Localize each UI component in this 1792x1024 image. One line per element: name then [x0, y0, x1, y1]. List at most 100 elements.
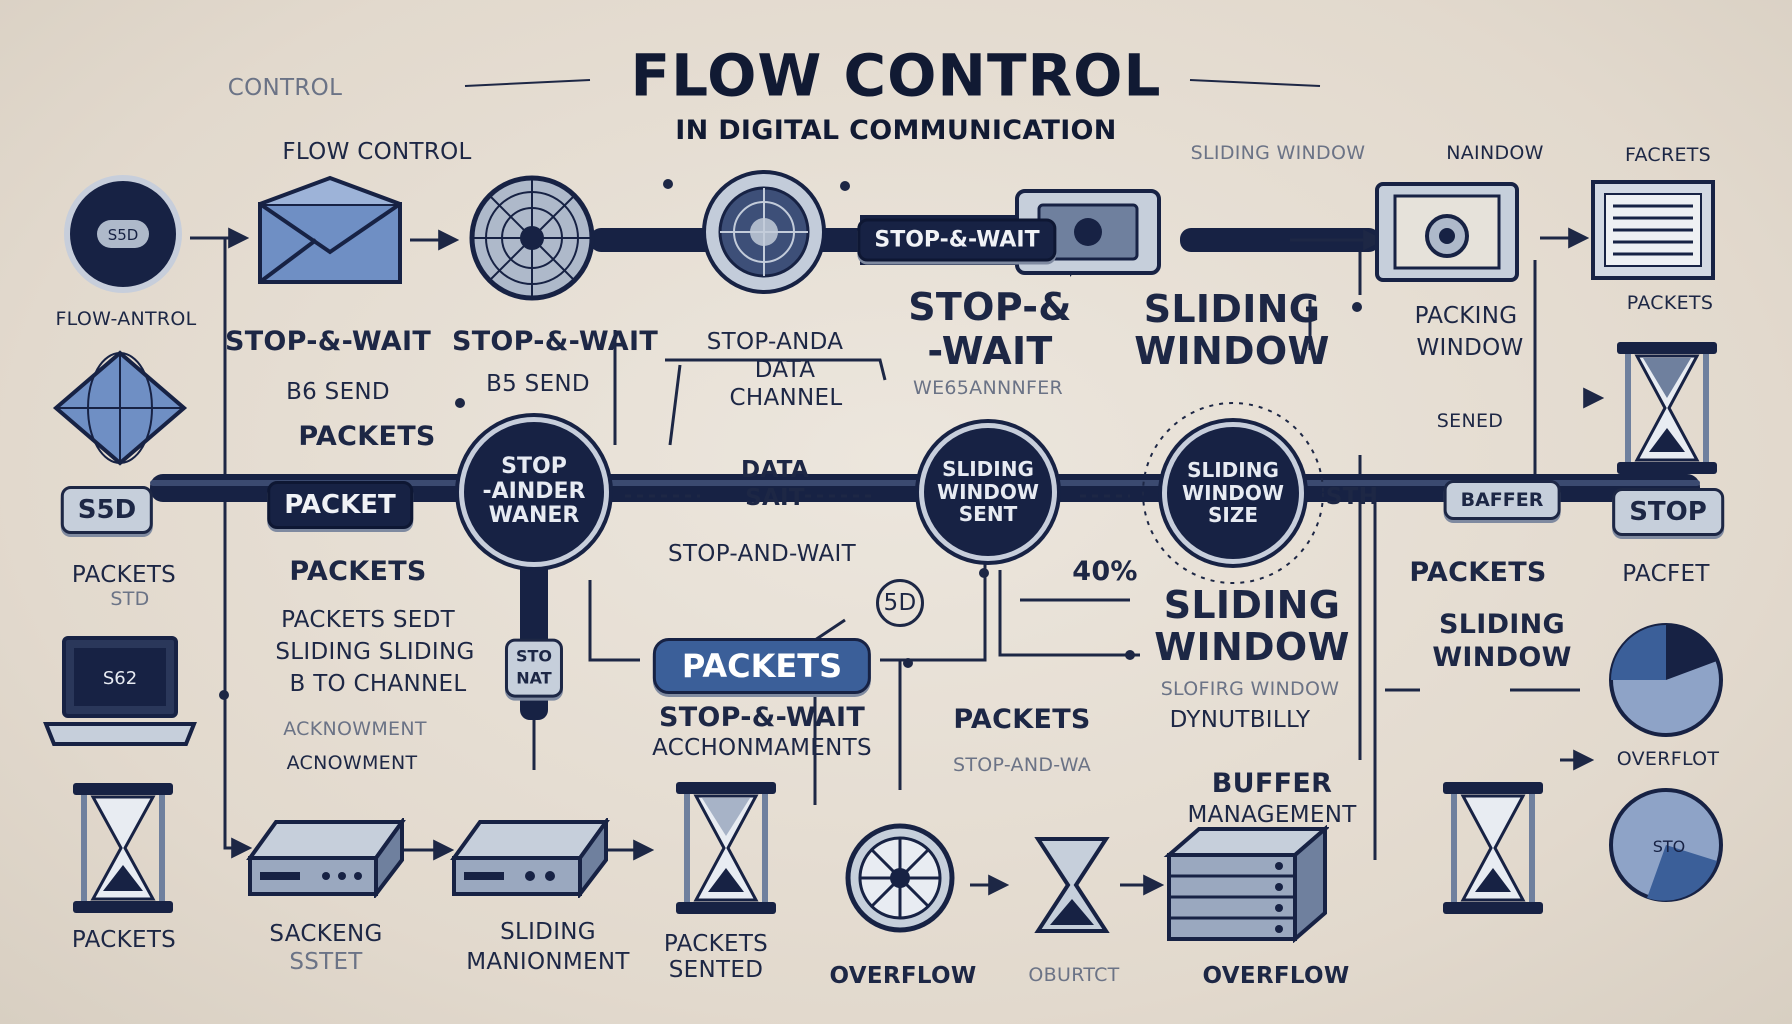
- label-overflot: OVERFLOT: [1616, 748, 1720, 771]
- label-sstet: SSTET: [289, 948, 363, 975]
- pill-stop-right: STOP: [1612, 488, 1724, 536]
- label-packets-a: PACKETS: [298, 420, 436, 452]
- label-naindow-header: NAINDOW: [1446, 142, 1544, 165]
- label-wait-big: -WAIT: [927, 329, 1053, 374]
- hourglass-icon: [1439, 778, 1547, 918]
- label-acchonmaments: ACCHONMAMENTS: [652, 734, 872, 761]
- connector-dot: [1352, 302, 1362, 312]
- label-sliding-r: SLIDING: [1438, 608, 1566, 640]
- size-node-ring: [1142, 402, 1324, 584]
- label-packets-right: PACKETS: [1626, 292, 1714, 315]
- label-channel: CHANNEL: [729, 384, 843, 411]
- pill-packets-blue: PACKETS: [652, 638, 872, 694]
- label-management: MANAGEMENT: [1187, 801, 1357, 828]
- label-b5-send: B5 SEND: [486, 370, 590, 397]
- globe-diamond-icon: [52, 349, 188, 467]
- connector-dot: [1125, 650, 1135, 660]
- label-std-small: STD: [110, 588, 150, 611]
- label-overflow-a: OVERFLOW: [829, 962, 977, 989]
- label-data: DATA: [754, 356, 816, 383]
- svg-text:S5D: S5D: [108, 226, 139, 244]
- label-stop-aw-faded: STOP-AND-WA: [952, 754, 1092, 777]
- label-sth: STH: [1325, 483, 1379, 510]
- label-sened: SENED: [1436, 410, 1504, 433]
- label-manionment: MANIONMENT: [466, 948, 630, 975]
- label-dynutbilly: DYNUTBILLY: [1169, 706, 1311, 733]
- radar-icon: [467, 173, 597, 303]
- network-switch-icon: [450, 818, 610, 898]
- label-std-circle: 5D: [876, 579, 924, 627]
- label-data-sait-1: DATA: [740, 456, 810, 483]
- hourglass-icon: [1613, 338, 1721, 478]
- label-stop-wait-a: STOP-&-WAIT: [224, 325, 432, 357]
- label-data-sait-2: SAIT: [745, 484, 805, 511]
- label-faded-small: WE65ANNNFER: [912, 377, 1064, 400]
- page-subtitle: IN DIGITAL COMMUNICATION: [675, 114, 1117, 146]
- pie-chart-icon: STO: [1607, 786, 1725, 904]
- camera-icon: [1373, 180, 1521, 284]
- label-overflow-b: OVERFLOW: [1202, 962, 1350, 989]
- stop-sign-icon: S5D: [63, 174, 183, 294]
- pie-chart-text: STO: [1653, 837, 1686, 856]
- label-sliding-big: SLIDING: [1143, 287, 1321, 332]
- label-stop-big: STOP-&: [908, 285, 1072, 330]
- label-sliding-window-header: SLIDING WINDOW: [1190, 142, 1366, 165]
- label-stop-wait-b: STOP-&-WAIT: [451, 325, 659, 357]
- label-packets-mid: PACKETS: [289, 555, 427, 587]
- connector-dot: [840, 181, 850, 191]
- label-flow-antrol: FLOW-ANTROL: [55, 308, 197, 331]
- label-to-channel: B TO CHANNEL: [289, 670, 467, 697]
- pill-s5d: S5D: [60, 486, 154, 534]
- label-window-big: WINDOW: [1134, 329, 1330, 374]
- label-buffer: BUFFER: [1211, 767, 1333, 799]
- label-window-2: WINDOW: [1154, 625, 1350, 670]
- pill-packet: PACKET: [267, 481, 413, 529]
- label-sliding-sliding: SLIDING SLIDING: [275, 638, 475, 665]
- label-packets-left: PACKETS: [71, 561, 177, 588]
- label-packets-r2: PACKETS: [1409, 556, 1547, 588]
- label-b6-send: B6 SEND: [286, 378, 390, 405]
- laptop-screen-text: S62: [103, 668, 137, 689]
- label-40-percent: 40%: [1072, 555, 1138, 587]
- label-window-r: WINDOW: [1432, 641, 1572, 673]
- corner-label: CONTROL: [227, 74, 343, 101]
- lower-connectors: [400, 330, 1605, 896]
- connector-dot: [979, 568, 989, 578]
- label-facrets: FACRETS: [1624, 144, 1712, 167]
- server-rack-icon: [1159, 825, 1329, 943]
- label-packets-c: PACKETS: [953, 703, 1091, 735]
- title-dashes: [464, 79, 1321, 87]
- hourglass-icon: [672, 778, 780, 918]
- label-sliding-b: SLIDING: [500, 918, 596, 945]
- label-packing: PACKING: [1414, 302, 1518, 329]
- label-flow-control: FLOW CONTROL: [282, 138, 472, 165]
- label-stop-wait-ack: STOP-&-WAIT: [658, 701, 866, 733]
- document-icon: [1589, 178, 1717, 282]
- label-oburtct: OBURTCT: [1028, 964, 1120, 987]
- pill-stop-wait-arrow: STOP-&-WAIT: [857, 218, 1057, 262]
- label-pacfet: PACFET: [1622, 560, 1710, 587]
- pie-chart-icon: [1607, 621, 1725, 739]
- hourglass-icon: [69, 779, 177, 917]
- label-packets-bottom-left: PACKETS: [71, 926, 177, 953]
- label-packets-b: PACKETS: [663, 930, 769, 957]
- label-backeng: SACKENG: [269, 920, 383, 947]
- label-packets-sedt: PACKETS SEDT: [281, 606, 455, 633]
- label-acnowment: ACNOWMENT: [286, 752, 418, 775]
- radar-icon: [700, 168, 828, 296]
- connector-dot: [219, 690, 229, 700]
- label-slofirg: SLOFIRG WINDOW: [1160, 678, 1340, 701]
- laptop-icon: S62: [40, 632, 200, 752]
- label-stop-anda: STOP-ANDA: [706, 328, 844, 355]
- pill-basffer: BAFFER: [1443, 480, 1561, 520]
- envelope-icon: [256, 174, 404, 286]
- connector-dot: [903, 658, 913, 668]
- wheel-icon: [844, 822, 956, 934]
- label-sliding-2: SLIDING: [1163, 583, 1341, 628]
- network-switch-icon: [246, 818, 406, 898]
- label-sented: SENTED: [668, 956, 764, 983]
- label-window-packing: WINDOW: [1416, 334, 1524, 361]
